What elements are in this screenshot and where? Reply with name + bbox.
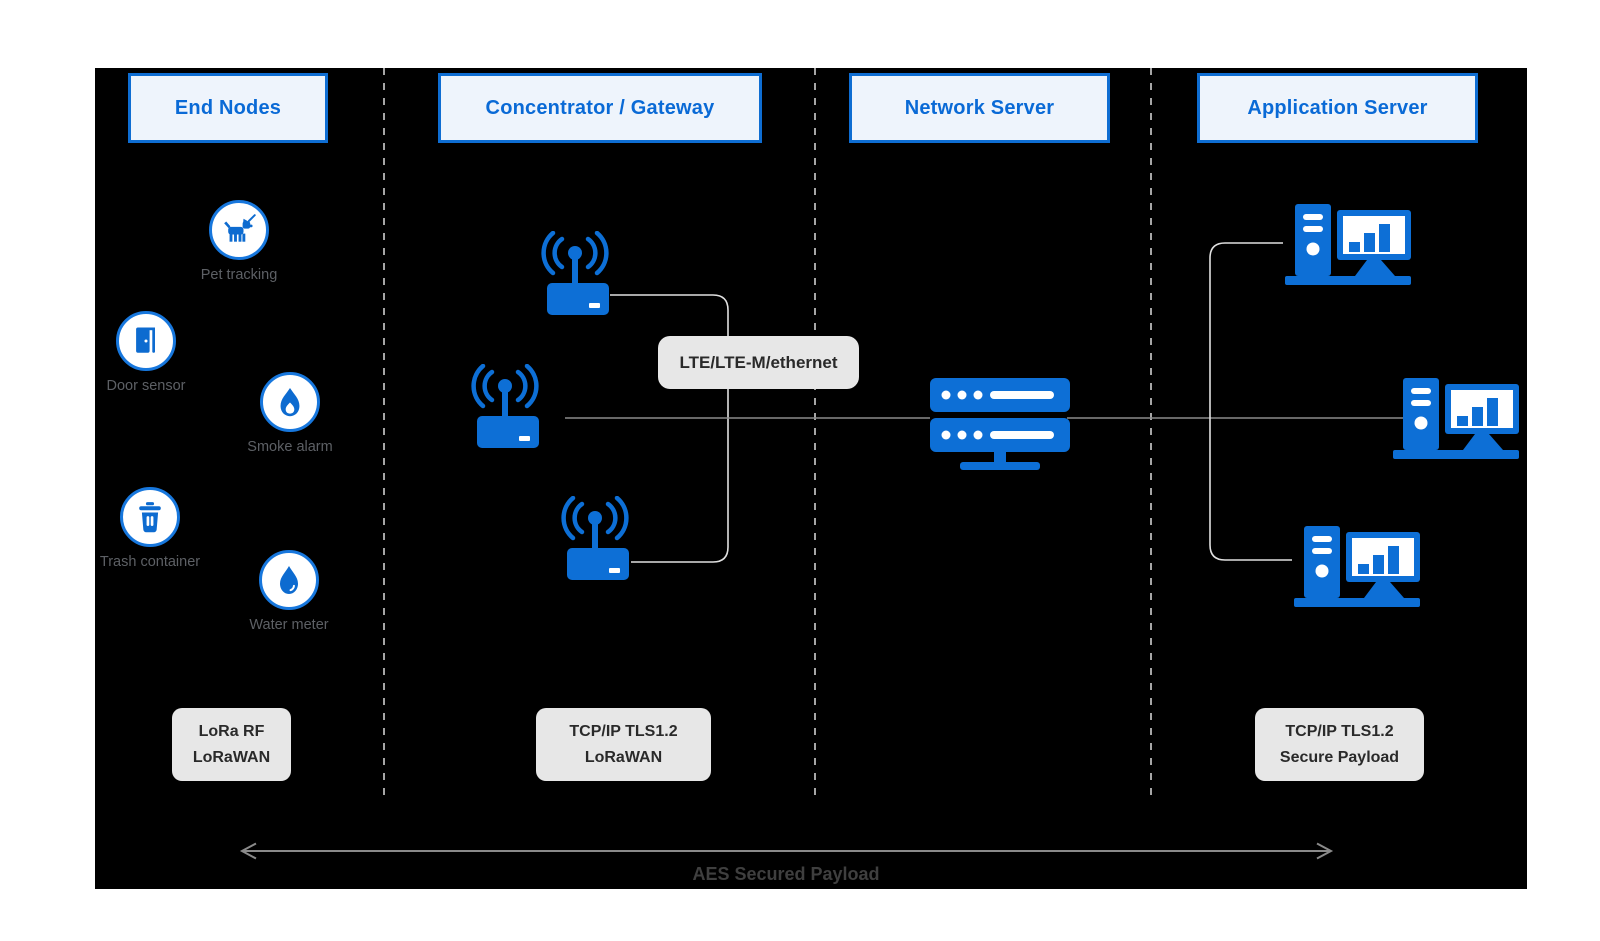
header-concentrator-gateway-label: Concentrator / Gateway [485,96,715,119]
gateway-antenna-icon-2 [471,364,539,448]
protocol-box-lora: LoRa RF LoRaWAN [172,708,291,781]
aes-secured-payload-label: AES Secured Payload [692,864,880,884]
header-application-server-label: Application Server [1247,96,1428,119]
end-node-pet-tracking: Pet tracking [159,200,319,283]
flame-icon [260,372,320,432]
protocol-line: LoRa RF [198,722,265,740]
aes-arrowhead-left [239,842,257,860]
header-end-nodes: End Nodes [128,73,328,143]
workstation-icon-1 [1285,204,1411,285]
protocol-box-tcpip-secure: TCP/IP TLS1.2 Secure Payload [1255,708,1424,781]
end-node-label: Water meter [249,617,329,633]
protocol-line: LoRaWAN [584,748,663,766]
door-icon [116,311,176,371]
protocol-line: TCP/IP TLS1.2 [569,722,678,740]
water-drop-icon [259,550,319,610]
header-network-server: Network Server [849,73,1110,143]
header-network-server-label: Network Server [904,96,1055,119]
diagram-canvas: End Nodes Concentrator / Gateway Network… [95,68,1527,889]
application-branch-line [1209,242,1292,561]
dog-icon [209,200,269,260]
protocol-line: Secure Payload [1279,748,1400,766]
lte-connection-label: LTE/LTE-M/ethernet [679,352,838,372]
aes-arrowhead-right [1316,842,1334,860]
end-node-label: Trash container [99,554,201,570]
header-application-server: Application Server [1197,73,1478,143]
protocol-box-tcpip-lorawan: TCP/IP TLS1.2 LoRaWAN [536,708,711,781]
gateway-antenna-icon-1 [541,231,609,315]
end-node-trash-container: Trash container [70,487,230,570]
trash-icon [120,487,180,547]
header-concentrator-gateway: Concentrator / Gateway [438,73,762,143]
server-rack-icon [930,378,1070,470]
workstation-icon-3 [1294,526,1420,607]
end-node-label: Door sensor [106,378,186,394]
end-node-door-sensor: Door sensor [66,311,226,394]
end-node-label: Pet tracking [200,267,278,283]
protocol-line: TCP/IP TLS1.2 [1285,722,1394,740]
end-node-smoke-alarm: Smoke alarm [210,372,370,455]
end-node-label: Smoke alarm [247,439,333,455]
protocol-line: LoRaWAN [192,748,271,766]
header-end-nodes-label: End Nodes [174,96,282,119]
workstation-icon-2 [1393,378,1519,459]
gateway-antenna-icon-3 [561,496,629,580]
connector-lines-layer [239,68,1403,860]
gateway-bus-line [610,294,729,563]
end-node-water-meter: Water meter [209,550,369,633]
lte-connection-label-box: LTE/LTE-M/ethernet [658,336,859,389]
